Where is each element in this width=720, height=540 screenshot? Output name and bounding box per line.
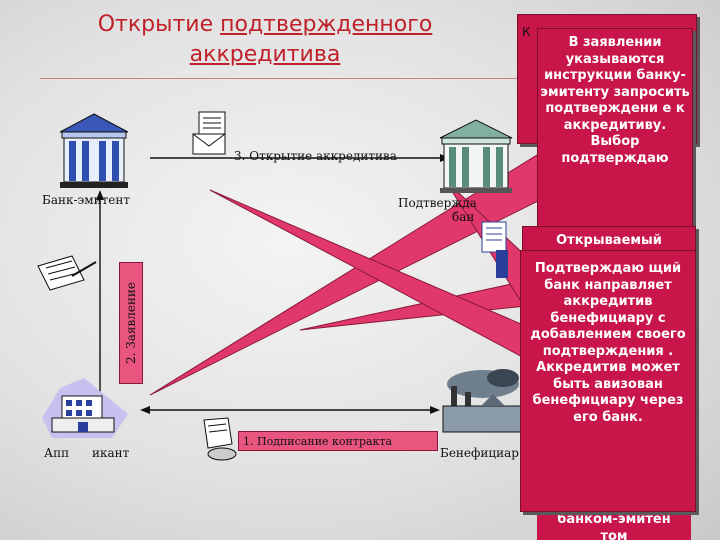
title-plain: Открытие xyxy=(97,12,221,37)
callout-back-top-fragment: К xyxy=(522,25,531,39)
beneficiary-label: Бенефициар xyxy=(440,446,519,460)
confirming-bank-label-2: бан xyxy=(452,210,475,224)
signing-document-icon xyxy=(37,255,97,291)
applicant-label: Апп икант xyxy=(44,446,130,460)
title-underlined-1: подтвержденного xyxy=(220,12,433,37)
confirming-bank-building-icon xyxy=(439,119,513,193)
callout-confirming-bank: Подтверждаю щий банк направляет аккредит… xyxy=(520,250,696,512)
step1-label: 1. Подписание контракта xyxy=(238,431,438,451)
arrow-step1-head-left xyxy=(140,406,150,414)
applicant-office-icon xyxy=(42,378,128,438)
confirming-bank-label-1: Подтвержда xyxy=(398,196,477,210)
slide-title: Открытие подтвержденного аккредитива xyxy=(40,10,490,70)
document-fragment-icon xyxy=(481,221,508,278)
callout-instructions: В заявлении указываются инструкции банку… xyxy=(537,28,693,228)
handshake-contract-icon xyxy=(203,417,237,461)
letter-envelope-icon xyxy=(192,111,226,155)
step2-label: 2. Заявление xyxy=(124,281,138,365)
overflow-line-1: банком-эмитен xyxy=(557,512,671,527)
arrow-step2-head xyxy=(96,190,104,200)
arrow-step1-head-right xyxy=(430,406,440,414)
issuing-bank-label: Банк-эмитент xyxy=(42,193,130,207)
step3-label: 3. Открытие аккредитива xyxy=(234,149,397,163)
bank-building-icon xyxy=(59,113,129,188)
beneficiary-factory-icon xyxy=(442,369,522,433)
overflow-line-2: том xyxy=(600,528,628,540)
step2-box: 2. Заявление xyxy=(119,262,143,384)
title-divider xyxy=(40,78,700,79)
title-underlined-2: аккредитива xyxy=(189,42,341,67)
